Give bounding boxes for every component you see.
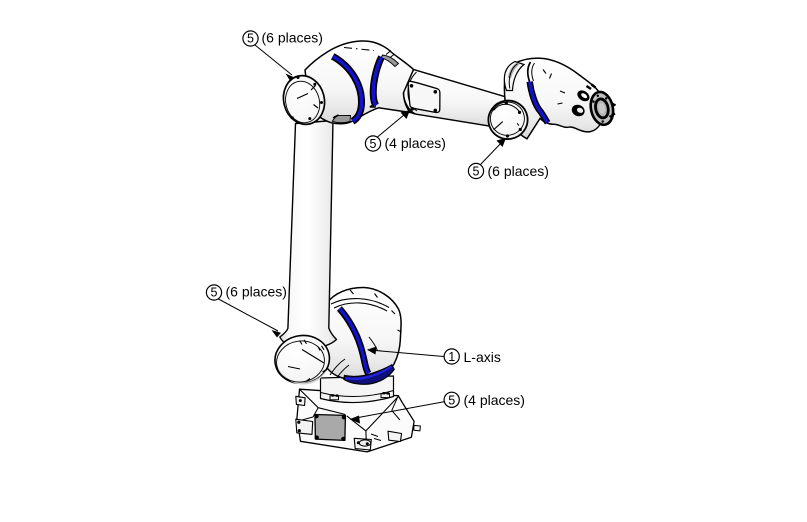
svg-text:(6 places): (6 places) [488, 163, 549, 179]
svg-text:5: 5 [247, 32, 254, 46]
svg-text:(4 places): (4 places) [464, 392, 525, 408]
svg-text:5: 5 [473, 165, 480, 179]
svg-text:(6 places): (6 places) [262, 30, 323, 46]
svg-text:5: 5 [448, 393, 455, 407]
svg-text:5: 5 [211, 286, 218, 300]
svg-text:5: 5 [370, 137, 377, 151]
svg-text:L-axis: L-axis [464, 349, 501, 365]
svg-text:1: 1 [448, 350, 455, 364]
svg-text:(4 places): (4 places) [385, 135, 446, 151]
svg-text:(6 places): (6 places) [226, 284, 287, 300]
